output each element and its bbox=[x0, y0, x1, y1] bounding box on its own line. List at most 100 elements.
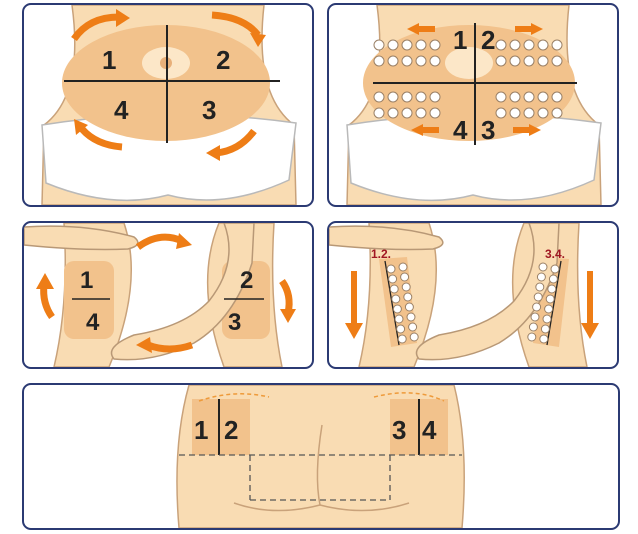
dot-marker bbox=[387, 107, 399, 119]
zone-label-3: 3 bbox=[481, 115, 496, 145]
zone-label-4: 4 bbox=[86, 309, 100, 336]
panel-abdomen-circular: 1 2 4 3 bbox=[22, 3, 314, 207]
back-circular-illustration bbox=[24, 223, 296, 367]
dot-marker bbox=[527, 332, 537, 342]
dot-marker bbox=[537, 55, 549, 67]
zone-label-4: 4 bbox=[453, 115, 468, 145]
zone-label-1: 1 bbox=[453, 25, 468, 55]
dot-marker bbox=[373, 91, 385, 103]
dot-marker bbox=[429, 39, 441, 51]
dot-marker bbox=[404, 302, 414, 312]
quadrant-3: 3 bbox=[202, 95, 217, 125]
dot-marker bbox=[550, 264, 560, 274]
strip-label-right: 3.4. bbox=[545, 247, 566, 261]
dot-marker bbox=[538, 262, 548, 272]
buttocks-illustration bbox=[176, 385, 465, 528]
dot-marker bbox=[539, 334, 549, 344]
dot-marker bbox=[396, 324, 406, 334]
dot-marker bbox=[495, 55, 507, 67]
dot-marker bbox=[392, 304, 402, 314]
abdomen-circular-illustration bbox=[41, 5, 297, 205]
dot-marker bbox=[387, 55, 399, 67]
dot-marker bbox=[536, 272, 546, 282]
panel-buttocks: 1 2 3 4 bbox=[22, 383, 620, 530]
dot-marker bbox=[523, 107, 535, 119]
dot-marker bbox=[401, 55, 413, 67]
dot-marker bbox=[429, 107, 441, 119]
dot-marker bbox=[373, 55, 385, 67]
dot-marker bbox=[394, 314, 404, 324]
dot-marker bbox=[389, 284, 399, 294]
dot-marker bbox=[387, 91, 399, 103]
dot-marker bbox=[530, 312, 540, 322]
dot-marker bbox=[429, 55, 441, 67]
dot-marker bbox=[548, 274, 558, 284]
dot-marker bbox=[415, 91, 427, 103]
quadrant-4: 4 bbox=[114, 95, 129, 125]
dot-marker bbox=[401, 107, 413, 119]
dot-marker bbox=[528, 322, 538, 332]
dot-marker bbox=[401, 91, 413, 103]
quadrant-1: 1 bbox=[102, 45, 117, 75]
dot-marker bbox=[551, 107, 563, 119]
panel-back-circular: 1 4 2 3 bbox=[22, 221, 314, 369]
abdomen-dotted-illustration bbox=[346, 5, 602, 205]
back-dotted-illustration bbox=[329, 223, 599, 367]
dot-marker bbox=[373, 107, 385, 119]
quadrant-2: 2 bbox=[216, 45, 231, 75]
zone-label-2: 2 bbox=[481, 25, 496, 55]
dot-marker bbox=[523, 39, 535, 51]
panel-back-dotted: 1.2. 3.4. bbox=[327, 221, 619, 369]
dot-marker bbox=[544, 304, 554, 314]
dot-marker bbox=[547, 284, 557, 294]
dot-marker bbox=[495, 107, 507, 119]
dot-marker bbox=[409, 332, 419, 342]
dot-marker bbox=[551, 55, 563, 67]
dot-marker bbox=[551, 39, 563, 51]
zone-label-2: 2 bbox=[240, 267, 254, 294]
dot-marker bbox=[533, 292, 543, 302]
dot-marker bbox=[397, 334, 407, 344]
dot-marker bbox=[391, 294, 401, 304]
dot-marker bbox=[535, 282, 545, 292]
dot-marker bbox=[415, 107, 427, 119]
dot-marker bbox=[401, 282, 411, 292]
dot-marker bbox=[545, 294, 555, 304]
zone-label-4: 4 bbox=[422, 415, 437, 445]
zone-label-1: 1 bbox=[80, 267, 94, 294]
dot-marker bbox=[523, 55, 535, 67]
zone-label-3: 3 bbox=[392, 415, 407, 445]
strip-label-left: 1.2. bbox=[371, 247, 392, 261]
dot-marker bbox=[401, 39, 413, 51]
zone-label-2: 2 bbox=[224, 415, 239, 445]
dot-marker bbox=[387, 39, 399, 51]
zone-label-1: 1 bbox=[194, 415, 209, 445]
dot-marker bbox=[429, 91, 441, 103]
dot-marker bbox=[537, 107, 549, 119]
zone-label-3: 3 bbox=[228, 309, 242, 336]
dot-marker bbox=[540, 324, 550, 334]
dot-marker bbox=[406, 312, 416, 322]
dot-marker bbox=[495, 39, 507, 51]
dot-marker bbox=[509, 55, 521, 67]
dot-marker bbox=[532, 302, 542, 312]
dot-marker bbox=[388, 274, 398, 284]
dot-marker bbox=[523, 91, 535, 103]
dot-marker bbox=[537, 39, 549, 51]
dot-marker bbox=[509, 107, 521, 119]
dot-marker bbox=[551, 91, 563, 103]
dot-marker bbox=[373, 39, 385, 51]
dot-marker bbox=[415, 55, 427, 67]
dot-marker bbox=[408, 322, 418, 332]
dot-marker bbox=[495, 91, 507, 103]
dot-marker bbox=[403, 292, 413, 302]
panel-abdomen-dotted: 1 2 4 3 bbox=[327, 3, 619, 207]
dot-marker bbox=[509, 39, 521, 51]
dot-marker bbox=[542, 314, 552, 324]
dot-marker bbox=[400, 272, 410, 282]
dot-marker bbox=[386, 264, 396, 274]
dot-marker bbox=[537, 91, 549, 103]
dot-marker bbox=[509, 91, 521, 103]
dot-marker bbox=[398, 262, 408, 272]
dot-marker bbox=[415, 39, 427, 51]
